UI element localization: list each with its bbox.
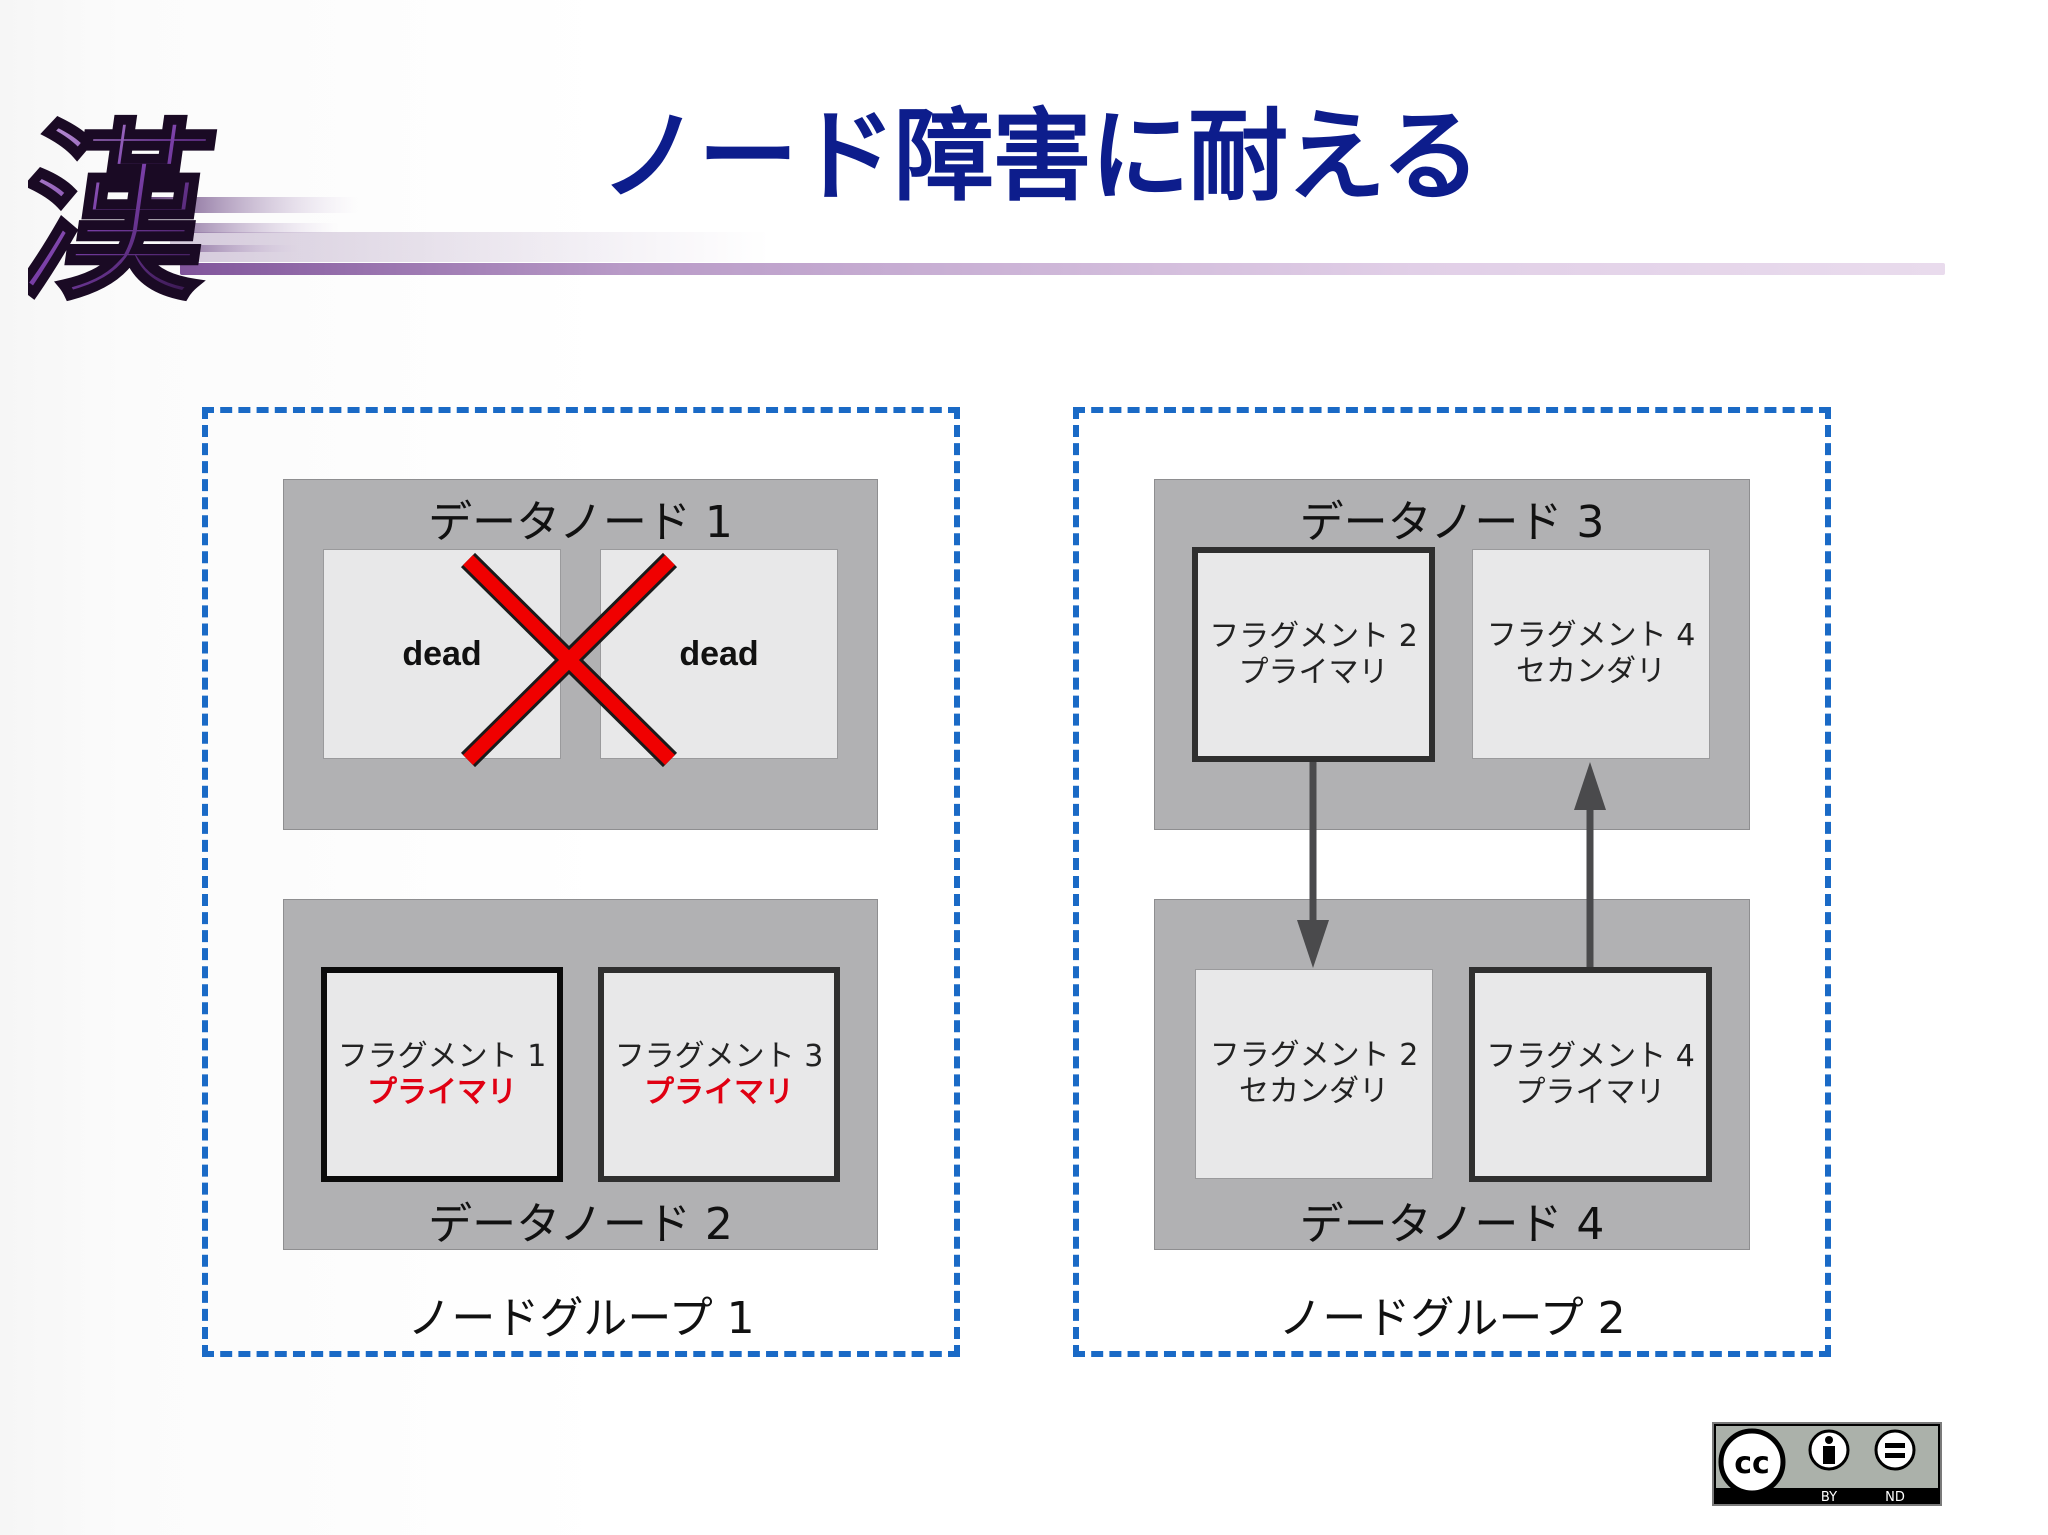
data-node-3-label: データノード 3 xyxy=(1299,497,1605,548)
fragment-2-secondary: フラグメント 2 セカンダリ xyxy=(1195,969,1433,1179)
fragment-name: フラグメント 3 xyxy=(614,1038,824,1074)
fragment-4-secondary: フラグメント 4 セカンダリ xyxy=(1472,549,1710,759)
dead-status: dead xyxy=(679,635,759,673)
fragment-role: プライマリ xyxy=(644,1074,794,1110)
dead-fragment-right: dead xyxy=(600,549,838,759)
data-node-4-label: データノード 4 xyxy=(1299,1199,1605,1250)
fragment-4-primary: フラグメント 4 プライマリ xyxy=(1469,967,1712,1182)
no-derivatives-icon xyxy=(1874,1429,1916,1471)
fragment-role: プライマリ xyxy=(367,1074,517,1110)
fragment-role: プライマリ xyxy=(1238,654,1389,690)
fragment-role: セカンダリ xyxy=(1516,654,1666,689)
fragment-name: フラグメント 2 xyxy=(1209,1038,1419,1073)
header-rule xyxy=(180,263,1945,275)
cc-icon xyxy=(1718,1428,1786,1496)
fragment-role: プライマリ xyxy=(1515,1074,1666,1110)
nd-label: ND xyxy=(1885,1490,1905,1505)
fragment-1-primary: フラグメント 1 プライマリ xyxy=(321,967,563,1182)
cc-text: cc xyxy=(1734,1446,1770,1481)
fragment-3-primary: フラグメント 3 プライマリ xyxy=(598,967,840,1182)
kanji-logo-icon: 漢 xyxy=(28,101,358,305)
fragment-name: フラグメント 4 xyxy=(1486,618,1696,653)
node-group-1-box xyxy=(202,407,960,1357)
logo-glyph: 漢 xyxy=(28,103,227,305)
node-group-2-box xyxy=(1073,407,1831,1357)
page-title: ノード障害に耐える xyxy=(600,98,1481,215)
fragment-role: セカンダリ xyxy=(1239,1074,1389,1109)
attribution-icon xyxy=(1808,1429,1850,1471)
fragment-name: フラグメント 4 xyxy=(1486,1038,1695,1074)
node-group-2-label: ノードグループ 2 xyxy=(1278,1293,1626,1344)
fragment-name: フラグメント 1 xyxy=(337,1038,547,1074)
data-node-2-label: データノード 2 xyxy=(428,1199,733,1250)
dead-status: dead xyxy=(402,635,482,673)
cc-by-nd-badge: cc BY ND xyxy=(1712,1422,1942,1506)
node-group-1-label: ノードグループ 1 xyxy=(407,1293,755,1344)
by-label: BY xyxy=(1821,1490,1837,1505)
data-node-1-label: データノード 1 xyxy=(428,497,733,548)
fragment-name: フラグメント 2 xyxy=(1209,618,1418,654)
dead-fragment-left: dead xyxy=(323,549,561,759)
fragment-2-primary: フラグメント 2 プライマリ xyxy=(1192,547,1435,762)
